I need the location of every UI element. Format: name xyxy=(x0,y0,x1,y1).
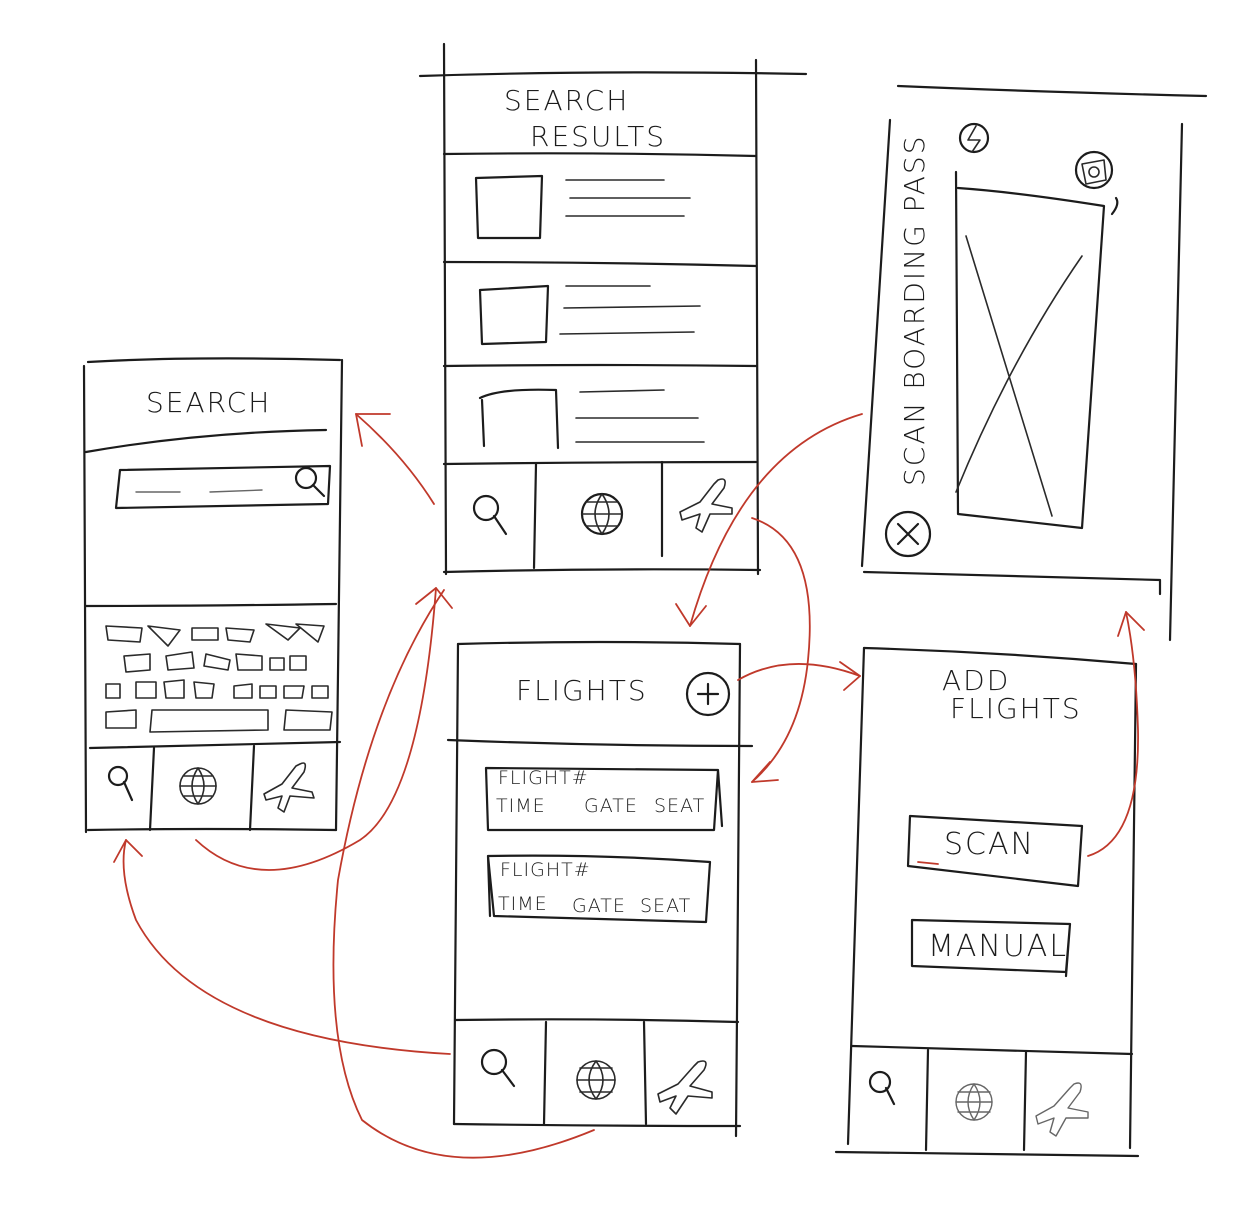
tab-search[interactable] xyxy=(472,494,508,536)
search-icon xyxy=(868,1070,892,1094)
flow-arrow xyxy=(355,413,435,505)
add-flights-title-line2: FLIGHTS xyxy=(950,692,1082,725)
flow-arrow xyxy=(737,663,861,681)
search-icon xyxy=(472,494,500,522)
search-icon[interactable] xyxy=(294,466,318,490)
flights-screen-title: FLIGHTS xyxy=(516,674,648,707)
airplane-icon xyxy=(263,762,315,813)
result-thumbnail xyxy=(474,174,544,240)
results-title-line2: RESULTS xyxy=(530,120,666,153)
camera-icon xyxy=(1081,159,1107,185)
flow-arrow xyxy=(689,413,863,627)
search-icon xyxy=(480,1048,508,1076)
result-thumbnail xyxy=(478,388,560,450)
tab-flights[interactable] xyxy=(1035,1082,1089,1137)
camera-viewfinder xyxy=(954,170,1119,530)
result-item[interactable] xyxy=(474,174,691,240)
flow-arrow xyxy=(1087,611,1139,857)
flight-card[interactable]: FLIGHT# TIME GATE SEAT xyxy=(486,854,712,924)
flight-number-label: FLIGHT# xyxy=(498,767,589,789)
flight-gate-label: GATE xyxy=(584,795,638,817)
search-screen: SEARCH xyxy=(82,357,344,834)
search-icon xyxy=(107,765,129,787)
flow-arrow xyxy=(332,589,595,1159)
search-header-divider xyxy=(84,428,328,454)
tab-flights[interactable] xyxy=(657,1060,713,1115)
add-flight-button[interactable] xyxy=(685,671,731,717)
flight-time-label: TIME xyxy=(496,795,546,817)
flow-arrow xyxy=(195,587,437,871)
tab-flights[interactable] xyxy=(263,762,315,813)
manual-button[interactable]: MANUAL xyxy=(910,918,1072,978)
flow-arrow xyxy=(751,517,811,783)
tab-explore[interactable] xyxy=(955,1083,993,1121)
airplane-icon xyxy=(657,1060,713,1115)
scan-button-label: SCAN xyxy=(944,827,1035,862)
flash-icon xyxy=(967,125,981,153)
airplane-icon xyxy=(679,478,733,533)
flow-arrows xyxy=(113,413,1145,1159)
tab-search[interactable] xyxy=(107,765,134,802)
search-results-screen: SEARCH RESULTS xyxy=(418,42,808,576)
add-flights-screen: ADD FLIGHTS SCAN MANUAL xyxy=(834,646,1140,1158)
close-button[interactable] xyxy=(884,510,932,558)
scan-button[interactable]: SCAN xyxy=(906,814,1084,888)
result-item[interactable] xyxy=(478,284,701,346)
close-icon xyxy=(896,522,920,546)
plus-icon xyxy=(696,682,720,706)
flight-seat-label: SEAT xyxy=(640,895,691,917)
result-thumbnail xyxy=(478,284,550,346)
search-input[interactable] xyxy=(114,464,332,510)
add-flights-title-line1: ADD xyxy=(942,664,1010,697)
camera-switch-button[interactable] xyxy=(1074,150,1114,190)
flow-arrow xyxy=(122,839,451,1055)
flight-gate-label: GATE xyxy=(572,895,626,917)
flight-number-label: FLIGHT# xyxy=(500,859,591,881)
flash-toggle[interactable] xyxy=(958,122,990,154)
scan-boarding-pass-screen: SCAN BOARDING PASS xyxy=(860,84,1208,642)
keyboard-divider xyxy=(84,602,338,608)
results-title-line1: SEARCH xyxy=(504,84,629,117)
flight-time-label: TIME xyxy=(498,893,548,915)
tab-search[interactable] xyxy=(480,1048,516,1088)
tab-explore[interactable] xyxy=(576,1060,616,1100)
flight-card[interactable]: FLIGHT# TIME GATE SEAT xyxy=(484,766,724,832)
flights-screen: FLIGHTS FLIGHT# TIME GATE SEAT FLIGHT# T… xyxy=(446,640,754,1138)
search-screen-title: SEARCH xyxy=(146,386,271,419)
tab-explore[interactable] xyxy=(580,492,624,536)
tab-search[interactable] xyxy=(868,1070,896,1106)
result-item[interactable] xyxy=(478,388,705,450)
scan-screen-title: SCAN BOARDING PASS xyxy=(898,135,931,486)
tab-explore[interactable] xyxy=(179,767,217,805)
tab-flights[interactable] xyxy=(679,478,733,533)
manual-button-label: MANUAL xyxy=(928,929,1068,964)
flight-seat-label: SEAT xyxy=(654,795,705,817)
airplane-icon xyxy=(1035,1082,1089,1137)
search-tabbar-divider xyxy=(88,740,342,750)
keyboard[interactable] xyxy=(105,623,333,733)
